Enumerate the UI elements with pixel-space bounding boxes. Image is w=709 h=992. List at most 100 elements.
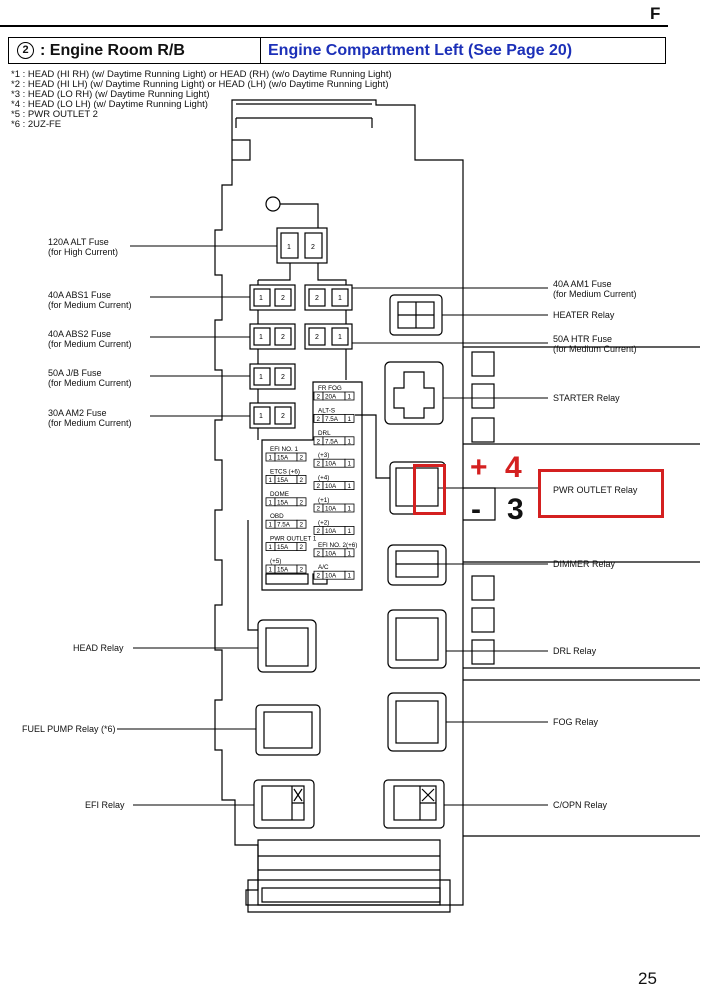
pwr-outlet-relay-shape: [389, 461, 446, 515]
svg-text:2: 2: [281, 374, 285, 381]
svg-text:DOME: DOME: [270, 491, 289, 498]
drl-relay-shape: [387, 609, 447, 669]
section-letter: F: [650, 4, 661, 23]
svg-text:1: 1: [269, 499, 273, 506]
label-abs2-fuse: 40A ABS2 Fuse(for Medium Current): [48, 329, 132, 349]
svg-text:15A: 15A: [277, 477, 289, 484]
svg-text:1: 1: [259, 374, 263, 381]
svg-text:15A: 15A: [277, 455, 289, 462]
starter-relay-shape: [384, 361, 444, 425]
top-tab: [235, 103, 373, 128]
svg-text:1: 1: [348, 528, 352, 535]
label-drl-relay: DRL Relay: [553, 646, 597, 656]
label-am1-fuse: 40A AM1 Fuse(for Medium Current): [553, 279, 637, 299]
svg-text:(+1): (+1): [318, 497, 329, 504]
copn-relay-shape: [383, 779, 445, 829]
svg-text:DRL: DRL: [318, 430, 331, 437]
svg-text:1: 1: [269, 455, 273, 462]
svg-text:2: 2: [300, 499, 304, 506]
svg-text:A/C: A/C: [318, 564, 329, 571]
note-3: *3 : HEAD (LO RH) (w/ Daytime Running Li…: [11, 89, 210, 100]
svg-text:ETCS (+6): ETCS (+6): [270, 468, 300, 475]
svg-text:1: 1: [287, 244, 291, 251]
note-2: *2 : HEAD (HI LH) (w/ Daytime Running Li…: [11, 79, 389, 90]
plus-annotation: +: [470, 451, 488, 484]
svg-text:2: 2: [281, 295, 285, 302]
three-annotation: 3: [507, 493, 524, 526]
svg-text:2: 2: [300, 455, 304, 462]
label-efi-relay: EFI Relay: [85, 800, 125, 810]
svg-text:2: 2: [317, 506, 321, 513]
label-abs1-line1: 40A ABS1 Fuse: [48, 290, 112, 300]
label-abs2-line1: 40A ABS2 Fuse: [48, 329, 112, 339]
svg-text:2: 2: [317, 461, 321, 468]
svg-text:1: 1: [259, 334, 263, 341]
fuse-am2: [249, 402, 296, 429]
label-jb-line2: (for Medium Current): [48, 378, 132, 388]
bottom-connector: [257, 839, 441, 906]
svg-text:1: 1: [348, 506, 352, 513]
label-abs2-line2: (for Medium Current): [48, 339, 132, 349]
svg-text:1: 1: [338, 295, 342, 302]
svg-text:(+4): (+4): [318, 475, 329, 482]
label-htr-line1: 50A HTR Fuse: [553, 334, 613, 344]
page-number: 25: [638, 969, 657, 988]
fuse-abs2: [249, 323, 296, 350]
svg-text:7.5A: 7.5A: [325, 438, 339, 445]
svg-text:2: 2: [317, 550, 321, 557]
label-am1-line2: (for Medium Current): [553, 289, 637, 299]
svg-text:1: 1: [348, 573, 352, 580]
mini-fuse-right-5: (+1) 2 10A 1: [313, 497, 355, 513]
label-am1-line1: 40A AM1 Fuse: [553, 279, 612, 289]
svg-text:20A: 20A: [325, 394, 337, 401]
svg-text:2: 2: [300, 477, 304, 484]
svg-text:2: 2: [315, 295, 319, 302]
svg-text:PWR OUTLET 1: PWR OUTLET 1: [270, 536, 317, 543]
svg-text:10A: 10A: [325, 550, 337, 557]
svg-text:7.5A: 7.5A: [325, 416, 339, 423]
label-jb-fuse: 50A J/B Fuse(for Medium Current): [48, 368, 132, 388]
svg-text:1: 1: [348, 550, 352, 557]
svg-text:FR FOG: FR FOG: [318, 385, 342, 392]
svg-text:(+3): (+3): [318, 452, 329, 459]
label-alt-fuse-line2: (for High Current): [48, 247, 119, 257]
svg-text:OBD: OBD: [270, 513, 284, 520]
note-6: *6 : 2UZ-FE: [11, 119, 62, 130]
label-abs1-fuse: 40A ABS1 Fuse(for Medium Current): [48, 290, 132, 310]
label-fog-relay: FOG Relay: [553, 717, 599, 727]
svg-text:2: 2: [317, 573, 321, 580]
fuel-pump-relay-shape: [255, 704, 321, 756]
label-jb-line1: 50A J/B Fuse: [48, 368, 102, 378]
label-alt-fuse-line1: 120A ALT Fuse: [48, 237, 109, 247]
label-copn-relay: C/OPN Relay: [553, 800, 608, 810]
svg-text:15A: 15A: [277, 544, 289, 551]
note-4: *4 : HEAD (LO LH) (w/ Daytime Running Li…: [11, 99, 208, 110]
head-relay-shape: [257, 619, 317, 673]
fog-relay-shape: [387, 692, 447, 752]
note-1: *1 : HEAD (HI RH) (w/ Daytime Running Li…: [11, 69, 392, 80]
dimmer-relay-shape: [387, 544, 447, 586]
fuse-alt-120a: [276, 227, 328, 264]
svg-text:1: 1: [338, 334, 342, 341]
svg-text:1: 1: [269, 522, 273, 529]
svg-text:ALT-S: ALT-S: [318, 407, 335, 414]
header-right-title[interactable]: Engine Compartment Left (See Page 20): [268, 42, 573, 59]
top-rule: [0, 25, 668, 27]
svg-text:2: 2: [315, 334, 319, 341]
svg-text:10A: 10A: [325, 506, 337, 513]
note-5: *5 : PWR OUTLET 2: [11, 109, 98, 120]
label-htr-line2: (for Medium Current): [553, 344, 637, 354]
svg-text:1: 1: [348, 483, 352, 490]
svg-text:1: 1: [348, 416, 352, 423]
label-htr-fuse: 50A HTR Fuse(for Medium Current): [553, 334, 637, 354]
svg-text:10A: 10A: [325, 483, 337, 490]
minus-annotation: -: [471, 493, 481, 526]
